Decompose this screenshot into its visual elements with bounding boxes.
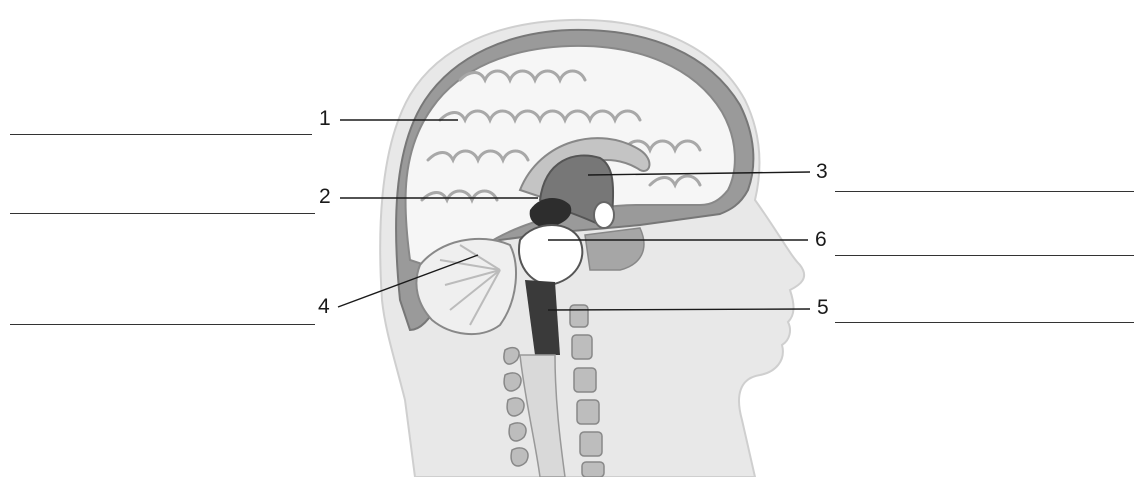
answer-line-2[interactable] (10, 213, 315, 214)
answer-line-6[interactable] (835, 255, 1134, 256)
label-4: 4 (318, 296, 330, 317)
label-5: 5 (817, 297, 829, 318)
label-2: 2 (319, 186, 331, 207)
label-1: 1 (319, 108, 331, 129)
answer-line-5[interactable] (835, 322, 1134, 323)
answer-line-1[interactable] (10, 134, 312, 135)
pituitary-gland (594, 202, 614, 228)
cerebellum (416, 239, 516, 334)
label-3: 3 (816, 161, 828, 182)
sphenoid-sinus (585, 228, 644, 270)
answer-line-3[interactable] (835, 191, 1134, 192)
label-6: 6 (815, 229, 827, 250)
answer-line-4[interactable] (10, 324, 315, 325)
